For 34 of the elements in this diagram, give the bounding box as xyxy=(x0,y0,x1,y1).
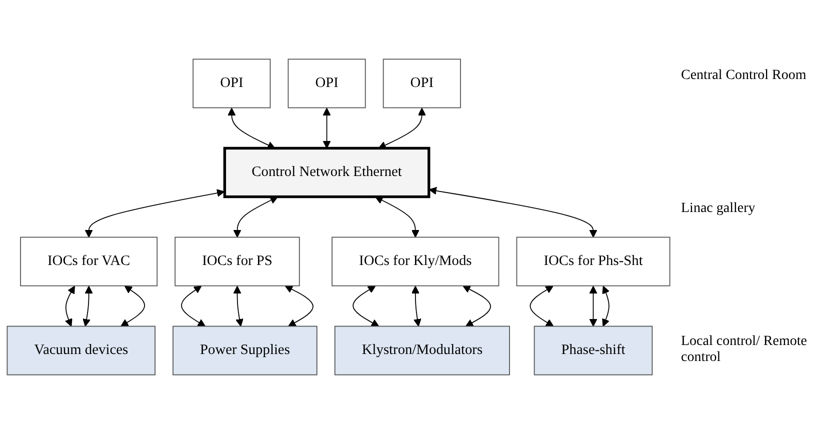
node-box: IOCs for Kly/Mods xyxy=(332,236,500,286)
node-box: IOCs for Phs-Sht xyxy=(516,236,670,286)
arrow xyxy=(322,108,331,149)
arrow xyxy=(233,286,244,327)
zone-label: Linac gallery xyxy=(681,200,756,217)
node-box: Vacuum devices xyxy=(6,326,156,376)
node-box: Phase-shift xyxy=(534,326,653,376)
arrow xyxy=(411,286,422,327)
arrow xyxy=(82,286,93,327)
node-box: Control Network Ethernet xyxy=(223,146,430,198)
arrow xyxy=(428,186,598,238)
arrow xyxy=(378,108,426,149)
arrow xyxy=(375,196,420,238)
node-box: OPI xyxy=(288,58,366,108)
node-box: Power Supplies xyxy=(172,326,318,376)
arrow xyxy=(181,286,206,327)
arrow xyxy=(120,286,146,327)
node-box: OPI xyxy=(382,58,461,108)
arrow xyxy=(228,108,276,149)
arrow xyxy=(64,286,75,327)
zone-label: Local control/ Remote control xyxy=(681,334,808,366)
node-box: IOCs for PS xyxy=(174,236,300,286)
node-box: Klystron/Modulators xyxy=(334,326,510,376)
arrow xyxy=(233,196,278,238)
arrow xyxy=(530,286,554,327)
node-box: OPI xyxy=(192,58,271,108)
arrow xyxy=(284,286,314,327)
arrow xyxy=(84,189,225,238)
node-box: IOCs for VAC xyxy=(20,236,158,286)
arrow xyxy=(462,286,492,327)
arrow xyxy=(589,286,598,327)
zone-label: Central Control Room xyxy=(681,68,808,84)
arrow xyxy=(352,286,380,327)
arrow xyxy=(602,286,610,327)
